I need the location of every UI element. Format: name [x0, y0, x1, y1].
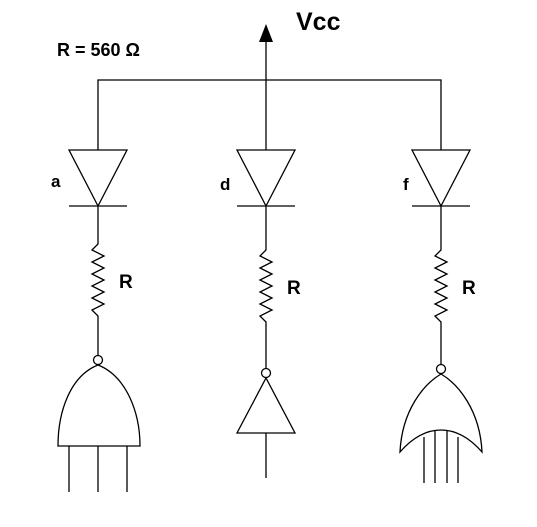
branch-d — [235, 149, 297, 478]
segment-label-a: a — [51, 172, 61, 191]
diode-icon — [67, 149, 129, 208]
or-gate-icon — [399, 373, 483, 454]
led-diode-d — [235, 149, 297, 208]
branch-a — [57, 149, 141, 492]
diode-icon — [410, 149, 472, 208]
inversion-bubble-a — [92, 354, 104, 366]
resistor-label-d: R — [287, 278, 301, 299]
resistor-f — [433, 206, 449, 364]
segment-label-f: f — [403, 175, 409, 194]
diode-icon — [235, 149, 297, 208]
inversion-bubble-d — [260, 367, 272, 379]
inversion-bubble-f — [435, 363, 447, 375]
resistor-a — [90, 206, 106, 355]
led-diode-f — [410, 149, 472, 208]
led-diode-a — [67, 149, 129, 208]
vcc-arrow-icon — [259, 24, 273, 42]
resistor-label-a: R — [119, 272, 133, 293]
resistor-value-label: R = 560 Ω — [57, 40, 140, 60]
branch-f — [399, 149, 483, 483]
vcc-label: Vcc — [296, 8, 341, 36]
resistor-d — [258, 206, 274, 368]
resistor-label-f: R — [462, 278, 476, 299]
supply-rail — [97, 79, 442, 150]
not-gate-icon — [235, 376, 297, 434]
segment-label-d: d — [220, 175, 230, 194]
vcc-supply — [97, 24, 442, 150]
and-gate-icon — [57, 364, 141, 447]
